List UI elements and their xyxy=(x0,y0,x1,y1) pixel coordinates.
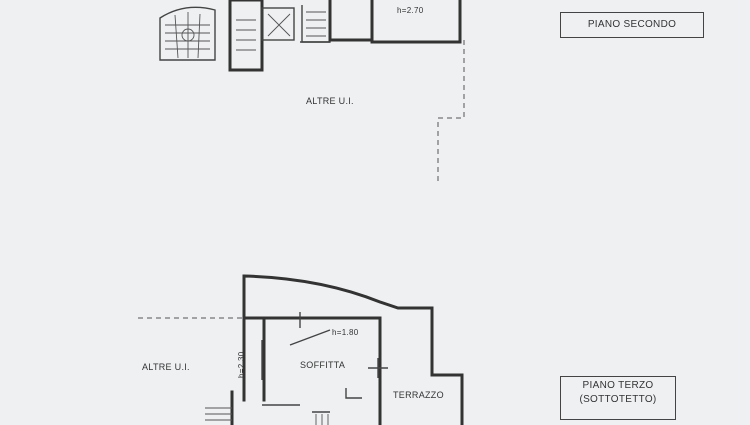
third-floor-attic-label: SOFFITTA xyxy=(300,360,346,370)
third-floor-height-markers xyxy=(261,329,331,380)
second-floor-small-stair xyxy=(301,5,331,43)
third-floor-stairs xyxy=(205,390,330,425)
third-floor-plan xyxy=(138,274,464,425)
third-floor-title-line1: PIANO TERZO xyxy=(582,380,654,391)
third-floor-height-label: h=1.80 xyxy=(332,328,359,337)
second-floor-other-units-label: ALTRE U.I. xyxy=(306,96,354,106)
third-floor-outer-walls xyxy=(242,274,464,425)
second-floor-rooms xyxy=(300,0,462,44)
third-floor-title: PIANO TERZO (SOTTOTETTO) xyxy=(560,376,676,420)
third-floor-other-units-label: ALTRE U.I. xyxy=(142,362,190,372)
second-floor-title: PIANO SECONDO xyxy=(560,12,704,38)
third-floor-title-line2: (SOTTOTETTO) xyxy=(579,394,657,405)
third-floor-attic-room xyxy=(242,312,388,425)
second-floor-plan xyxy=(159,0,465,182)
second-floor-title-text: PIANO SECONDO xyxy=(587,19,677,30)
third-floor-height-label-vertical: h=2.30 xyxy=(237,351,246,379)
second-floor-spiral-stair xyxy=(159,6,216,61)
second-floor-height-label: h=2.70 xyxy=(397,6,424,15)
second-floor-stair-block xyxy=(228,0,295,72)
second-floor-other-units-outline xyxy=(437,40,465,182)
third-floor-terrace-label: TERRAZZO xyxy=(393,390,444,400)
